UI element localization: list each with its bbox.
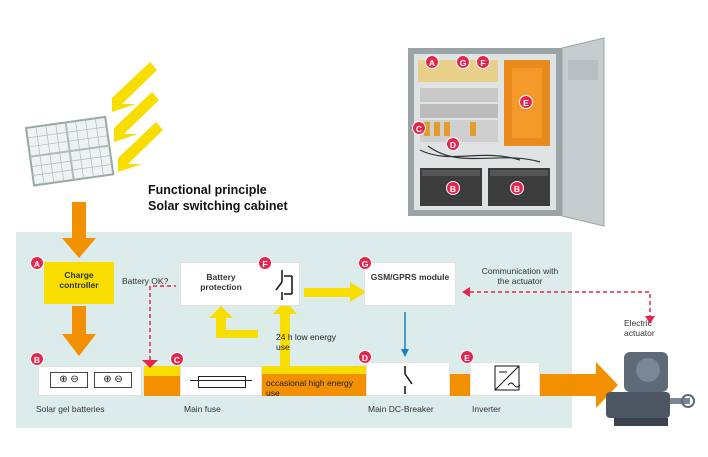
badge-a: A xyxy=(30,256,44,270)
diagram-title: Functional principle Solar switching cab… xyxy=(148,182,288,214)
photo-badge: D xyxy=(446,137,460,151)
photo-badge: B xyxy=(446,181,460,195)
batteries-box xyxy=(38,366,142,396)
photo-badge: E xyxy=(519,95,533,109)
low-energy-label: 24 h low energy use xyxy=(276,332,337,352)
charge-controller-box xyxy=(44,262,114,304)
communication-label: Communication with the actuator xyxy=(481,266,559,286)
photo-badge: C xyxy=(412,121,426,135)
charge-controller-label: Charge controller xyxy=(59,270,99,290)
badge-c: C xyxy=(170,352,184,366)
batteries-label: Solar gel batteries xyxy=(36,404,105,414)
badge-d: D xyxy=(358,350,372,364)
fuse-wire xyxy=(190,380,252,381)
photo-badge: F xyxy=(476,55,490,69)
inverter-label: Inverter xyxy=(472,404,501,414)
main-fuse-box xyxy=(180,366,262,396)
badge-b: B xyxy=(30,352,44,366)
actuator-label: Electric actuator xyxy=(624,318,655,338)
gsm-module-box xyxy=(364,262,456,306)
battery-cell-icon: ⊕ ⊖ xyxy=(50,372,88,388)
main-fuse-label: Main fuse xyxy=(184,404,221,414)
title-line-2: Solar switching cabinet xyxy=(148,199,288,213)
battery-ok-label: Battery OK? xyxy=(122,276,169,286)
badge-e: E xyxy=(460,350,474,364)
battery-protection-label: Battery protection xyxy=(200,272,242,292)
battery-cell-icon: ⊕ ⊖ xyxy=(94,372,132,388)
photo-badge: G xyxy=(456,55,470,69)
photo-badge: B xyxy=(510,181,524,195)
photo-badge: A xyxy=(425,55,439,69)
title-line-1: Functional principle xyxy=(148,183,267,197)
badge-f: F xyxy=(258,256,272,270)
badge-g: G xyxy=(358,256,372,270)
high-energy-label: occasional high energy use xyxy=(266,378,353,398)
fuse-icon xyxy=(198,376,246,388)
gsm-module-label: GSM/GPRS module xyxy=(370,272,450,282)
dc-breaker-label: Main DC-Breaker xyxy=(368,404,434,414)
